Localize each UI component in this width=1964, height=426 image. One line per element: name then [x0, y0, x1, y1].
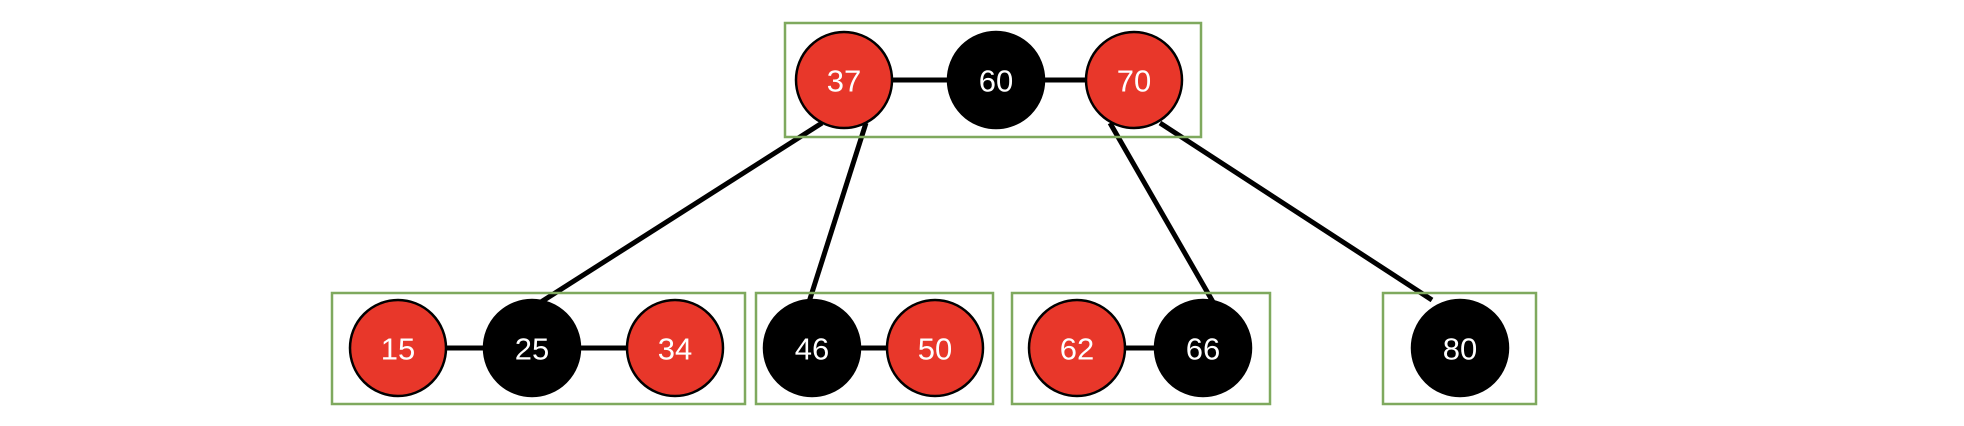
tree-node-50[interactable]: 50 — [885, 298, 985, 398]
tree-node-70[interactable]: 70 — [1084, 30, 1184, 130]
child-edges-layer — [539, 120, 1434, 305]
node-circle-70[interactable] — [1084, 30, 1184, 130]
sibling-links-layer — [446, 77, 1155, 351]
tree-node-80[interactable]: 80 — [1410, 298, 1510, 398]
node-circle-50[interactable] — [885, 298, 985, 398]
node-circle-66[interactable] — [1153, 298, 1253, 398]
tree-node-15[interactable]: 15 — [348, 298, 448, 398]
tree-node-66[interactable]: 66 — [1153, 298, 1253, 398]
node-circle-34[interactable] — [625, 298, 725, 398]
group-box-leaf-group-2 — [754, 291, 995, 406]
group-box-leaf-group-1 — [330, 291, 747, 406]
node-circle-60[interactable] — [946, 30, 1046, 130]
tree-node-46[interactable]: 46 — [762, 298, 862, 398]
tree-edge-37-25 — [539, 120, 824, 305]
group-box-leaf-group-3 — [1010, 291, 1272, 406]
node-circle-80[interactable] — [1410, 298, 1510, 398]
tree-node-25[interactable]: 25 — [482, 298, 582, 398]
tree-node-37[interactable]: 37 — [794, 30, 894, 130]
group-box-root-group — [783, 21, 1203, 139]
tree-node-62[interactable]: 62 — [1027, 298, 1127, 398]
group-box-leaf-group-4 — [1381, 291, 1538, 406]
group-boxes-layer — [330, 21, 1538, 406]
tree-edge-70-66 — [1107, 121, 1216, 304]
tree-edge-37-46 — [806, 122, 869, 303]
tree-edge-70-80 — [1158, 120, 1434, 303]
node-circle-46[interactable] — [762, 298, 862, 398]
tree-node-34[interactable]: 34 — [625, 298, 725, 398]
tree-node-60[interactable]: 60 — [946, 30, 1046, 130]
node-circle-15[interactable] — [348, 298, 448, 398]
node-circle-25[interactable] — [482, 298, 582, 398]
node-circle-37[interactable] — [794, 30, 894, 130]
node-circle-62[interactable] — [1027, 298, 1127, 398]
